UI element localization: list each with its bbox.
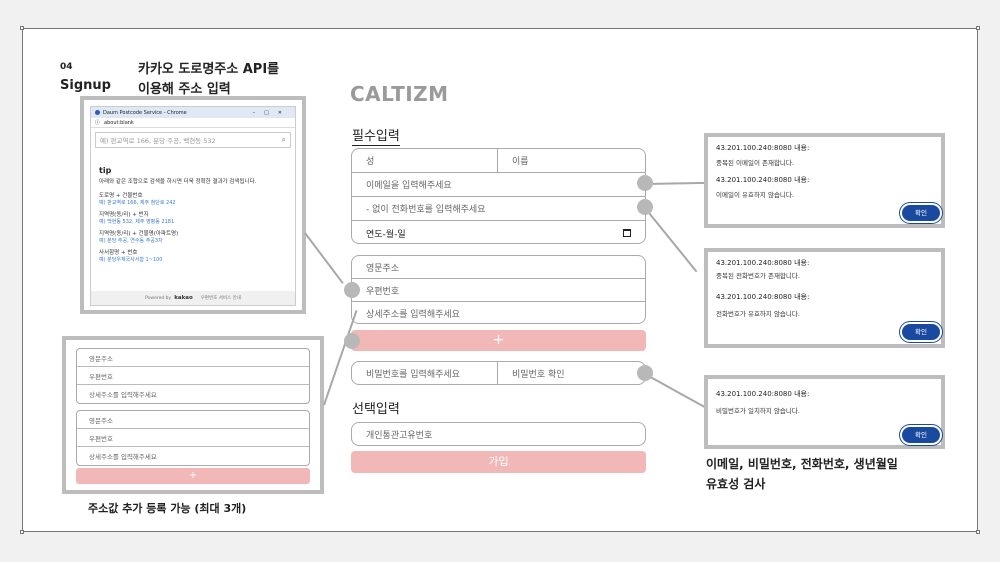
customs-id-input[interactable]: 개인통관고유번호 — [351, 422, 646, 446]
tip-example: 예) 분당 주공, 연수동 주공3차 — [99, 238, 163, 244]
zip-field[interactable]: 우편번호 — [77, 367, 309, 385]
address-bar[interactable]: ⓘ about:blank — [91, 118, 295, 128]
connector-dot — [344, 282, 360, 298]
alert-phone: 43.201.100.240:8080 내용: 중복된 전화번호가 존재합니다.… — [704, 248, 945, 348]
alert-origin: 43.201.100.240:8080 내용: — [716, 176, 810, 184]
zip-field[interactable]: 우편번호 — [77, 429, 309, 447]
tip-example: 예) 분당우체국사서함 1~100 — [99, 257, 163, 263]
alert-origin: 43.201.100.240:8080 내용: — [716, 259, 810, 267]
address-group-1: 영문주소 우편번호 상세주소를 입력해주세요 — [76, 348, 310, 404]
brand-logo: CALTIZM — [350, 82, 449, 106]
resize-handle[interactable] — [20, 530, 24, 534]
alert-ok-button[interactable]: 확인 — [902, 324, 940, 340]
tip-list: 도로명 + 건물번호 예) 판교역로 166, 제주 첨단로 242 지역명(동… — [99, 191, 289, 263]
password-input[interactable]: 비밀번호를 입력해주세요 — [352, 362, 498, 384]
address-example-frame: 영문주소 우편번호 상세주소를 입력해주세요 영문주소 우편번호 상세주소를 입… — [62, 336, 324, 494]
footer-link[interactable]: 우편번호 서비스 안내 — [200, 296, 241, 301]
address-detail-field[interactable]: 상세주소를 입력해주세요 — [89, 453, 157, 461]
address-group-2: 영문주소 우편번호 상세주소를 입력해주세요 — [76, 410, 310, 466]
birthdate-input[interactable]: 연도-월-일 — [352, 221, 645, 243]
alert-message: 전화번호가 유효하지 않습니다. — [716, 310, 800, 318]
address-en-field[interactable]: 영문주소 — [77, 411, 309, 429]
email-input[interactable]: 이메일을 입력해주세요 — [352, 173, 645, 197]
tip-label: 지역명(동/리) + 번지 — [99, 212, 149, 218]
heading-line1: 카카오 도로명주소 API를 — [138, 62, 280, 77]
alert-message: 중복된 전화번호가 존재합니다. — [716, 272, 800, 280]
password-fields-group: 비밀번호를 입력해주세요 비밀번호 확인 — [351, 361, 646, 385]
address-caption: 주소값 추가 등록 가능 (최대 3개) — [88, 502, 247, 515]
surname-input[interactable]: 성 — [352, 149, 498, 172]
alert-origin: 43.201.100.240:8080 내용: — [716, 293, 810, 301]
search-icon[interactable]: ⌕ — [281, 135, 286, 144]
slide-name: Signup — [60, 78, 111, 93]
window-controls-icon[interactable]: –□✕ — [252, 109, 291, 116]
connector-dot — [637, 199, 653, 215]
connector-dot — [344, 333, 360, 349]
tip-example: 예) 백현동 532, 제주 영평동 2181 — [99, 219, 175, 225]
alert-ok-button[interactable]: 확인 — [902, 427, 940, 443]
footer-powered: Powered by — [145, 295, 172, 301]
info-icon: ⓘ — [95, 120, 101, 126]
phone-input[interactable]: - 없이 전화번호를 입력해주세요 — [352, 197, 645, 221]
tip-label: 도로명 + 건물번호 — [99, 193, 143, 199]
address-fields-group: 영문주소 우편번호 상세주소를 입력해주세요 — [351, 255, 646, 324]
required-fields-group: 성 이름 이메일을 입력해주세요 - 없이 전화번호를 입력해주세요 연도-월-… — [351, 148, 646, 244]
chrome-icon — [95, 110, 100, 115]
alert-ok-button[interactable]: 확인 — [902, 205, 940, 221]
slide-number: 04 — [60, 62, 73, 72]
add-address-button[interactable]: + — [351, 330, 646, 351]
validation-caption-line1: 이메일, 비밀번호, 전화번호, 생년월일 — [706, 457, 898, 471]
url-text: about:blank — [104, 119, 134, 126]
resize-handle[interactable] — [20, 26, 24, 30]
kakao-logo: kakao — [174, 295, 193, 301]
alert-message: 중복된 이메일이 존재합니다. — [716, 159, 794, 167]
birthdate-placeholder: 연도-월-일 — [366, 229, 406, 240]
alert-origin: 43.201.100.240:8080 내용: — [716, 390, 810, 398]
alert-message: 이메일이 유효하지 않습니다. — [716, 191, 794, 199]
name-input[interactable]: 이름 — [512, 157, 529, 167]
address-en-input[interactable]: 영문주소 — [352, 256, 645, 279]
calendar-icon[interactable] — [623, 229, 631, 237]
validation-caption-line2: 유효성 검사 — [706, 477, 766, 491]
alert-email: 43.201.100.240:8080 내용: 중복된 이메일이 존재합니다. … — [704, 133, 945, 228]
window-titlebar: Daum Postcode Service - Chrome –□✕ — [91, 107, 295, 118]
required-section-title: 필수입력 — [352, 125, 400, 146]
address-detail-field[interactable]: 상세주소를 입력해주세요 — [89, 391, 157, 399]
resize-handle[interactable] — [976, 26, 980, 30]
add-address-button[interactable]: + — [76, 468, 310, 484]
postcode-footer: Powered by kakao 우편번호 서비스 안내 — [91, 291, 295, 305]
tip-label: 사서함명 + 번호 — [99, 250, 138, 256]
address-detail-input[interactable]: 상세주소를 입력해주세요 — [366, 310, 460, 320]
postcode-search-input[interactable]: 예) 판교역로 166, 분당 주공, 백현동 532 ⌕ — [95, 132, 291, 148]
tip-example: 예) 판교역로 166, 제주 첨단로 242 — [99, 200, 176, 206]
zip-input[interactable]: 우편번호 — [352, 279, 645, 302]
window-title: Daum Postcode Service - Chrome — [103, 109, 187, 116]
tip-description: 아래와 같은 조합으로 검색을 하시면 더욱 정확한 결과가 검색됩니다. — [99, 179, 257, 185]
connector-dot — [637, 175, 653, 191]
tip-title: tip — [99, 166, 112, 175]
alert-origin: 43.201.100.240:8080 내용: — [716, 144, 810, 152]
password-confirm-input[interactable]: 비밀번호 확인 — [512, 369, 565, 380]
postcode-window: Daum Postcode Service - Chrome –□✕ ⓘ abo… — [90, 106, 296, 306]
resize-handle[interactable] — [976, 530, 980, 534]
heading-line2: 이용해 주소 입력 — [138, 82, 231, 97]
alert-password: 43.201.100.240:8080 내용: 비밀번호가 일치하지 않습니다.… — [704, 375, 945, 449]
search-placeholder: 예) 판교역로 166, 분당 주공, 백현동 532 — [100, 137, 216, 145]
postcode-window-frame: Daum Postcode Service - Chrome –□✕ ⓘ abo… — [80, 96, 306, 314]
optional-section-title: 선택입력 — [352, 402, 400, 417]
alert-message: 비밀번호가 일치하지 않습니다. — [716, 407, 800, 415]
submit-button[interactable]: 가입 — [351, 451, 646, 473]
tip-label: 지역명(동/리) + 건물명(아파트명) — [99, 231, 179, 237]
connector-dot — [637, 365, 653, 381]
address-en-field[interactable]: 영문주소 — [77, 349, 309, 367]
